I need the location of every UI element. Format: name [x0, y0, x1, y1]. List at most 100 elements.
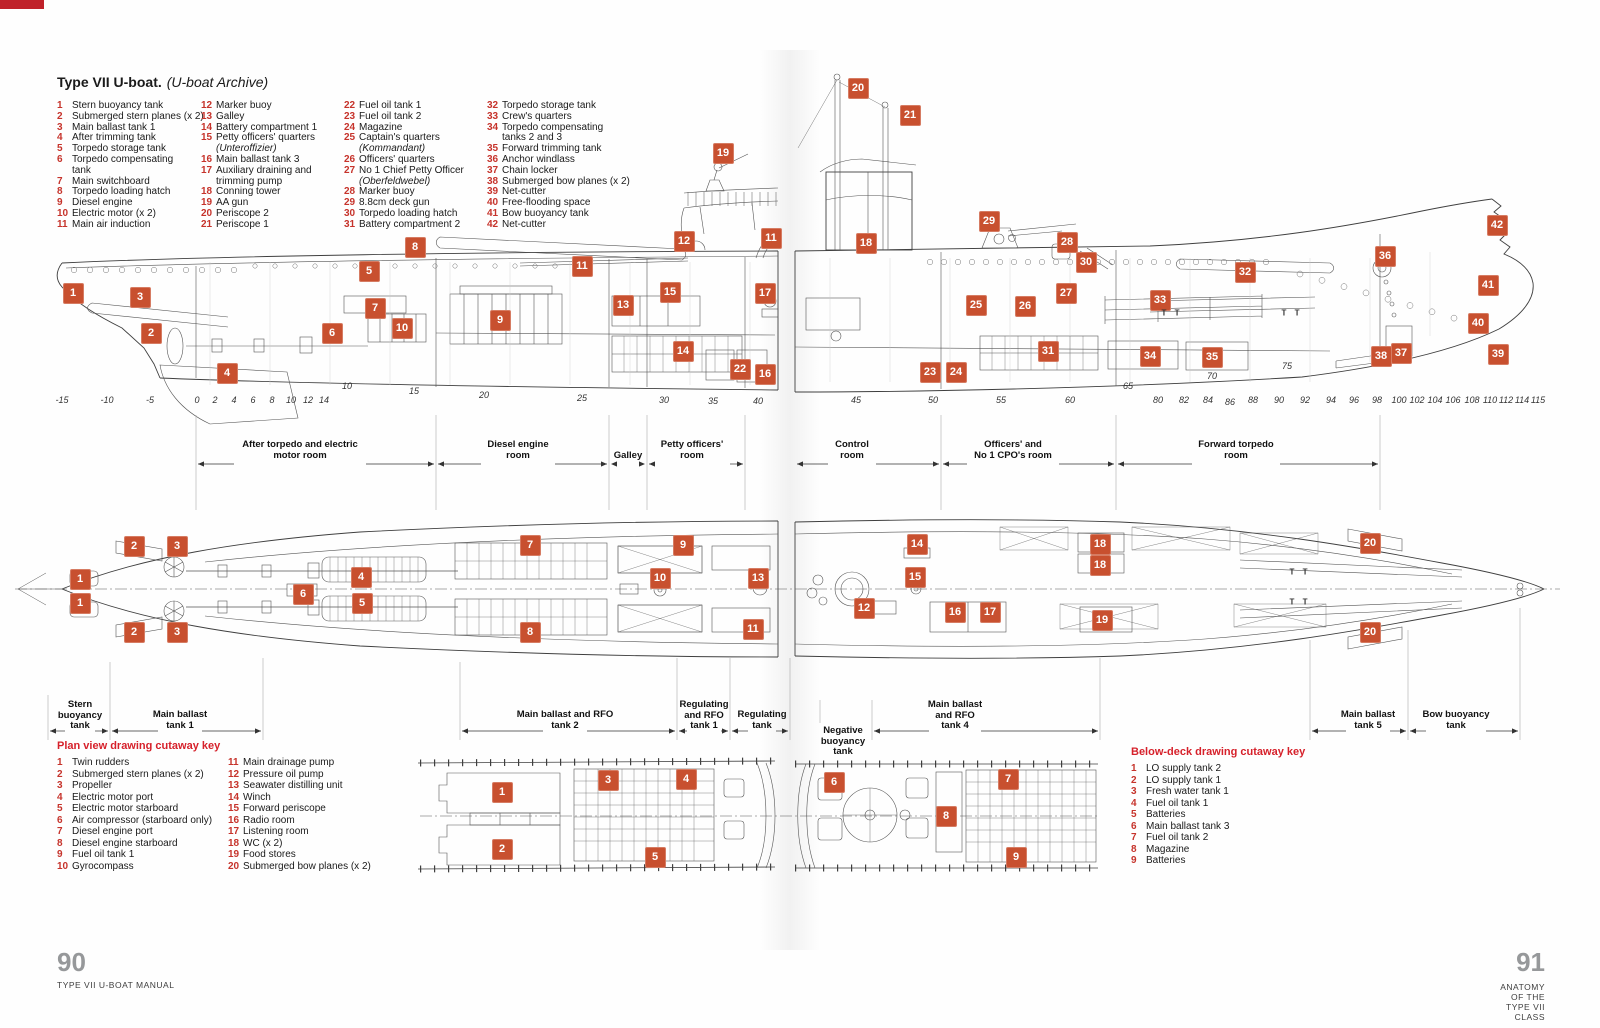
callout-marker: 18 [1089, 554, 1111, 576]
ruler-number: -15 [55, 395, 69, 405]
callout-marker: 17 [754, 282, 776, 304]
ruler-number: 15 [408, 386, 420, 396]
key-item-number: 32 [487, 100, 499, 111]
callout-marker: 5 [358, 260, 380, 282]
callout-marker: 7 [519, 534, 541, 556]
dimension-arrowhead [669, 728, 675, 734]
dimension-arrowhead [737, 461, 743, 467]
callout-marker: 16 [754, 363, 776, 385]
figure-caption: Type VII U-boat.(U-boat Archive) [57, 74, 268, 90]
tank-label: Main ballast and RFO tank 2 [516, 709, 614, 731]
key-item-label: Forward periscope [243, 803, 326, 814]
key-item-label-cont: tanks 2 and 3 [502, 132, 563, 144]
key-item-label: Main air induction [72, 218, 151, 230]
key-item-label: Seawater distilling unit [243, 780, 343, 791]
callout-marker: 33 [1149, 289, 1171, 311]
key-item-label: Net-cutter [502, 218, 546, 230]
page-number-left: 90 [57, 947, 86, 977]
callout-marker: 40 [1467, 312, 1489, 334]
ruler-number: 65 [1122, 381, 1134, 391]
callout-marker: 18 [1089, 533, 1111, 555]
key-item-label: Magazine [359, 121, 403, 133]
ruler-number: 30 [658, 395, 670, 405]
key-item-number: 1 [57, 757, 63, 768]
callout-marker: 23 [919, 361, 941, 383]
key-item-number: 37 [487, 164, 499, 176]
dimension-arrowhead [462, 728, 468, 734]
key-item-label: Stern buoyancy tank [72, 100, 164, 111]
callout-marker: 8 [404, 236, 426, 258]
key-item-number: 5 [1131, 809, 1137, 820]
callout-marker: 4 [350, 566, 372, 588]
centerlines [15, 588, 1560, 817]
dimension-arrowhead [112, 728, 118, 734]
callout-marker: 10 [649, 567, 671, 589]
key-item-number: 17 [201, 164, 213, 176]
callout-marker: 6 [823, 771, 845, 793]
ruler-number: 98 [1371, 395, 1383, 405]
key-item-number: 13 [228, 780, 240, 791]
key-item-number: 27 [344, 164, 356, 176]
key-item-label: Torpedo loading hatch [72, 186, 171, 198]
key-item-number: 16 [201, 153, 213, 165]
tank-label: Stern buoyancy tank [57, 699, 103, 731]
callout-marker: 21 [899, 104, 921, 126]
key-item-number: 30 [344, 207, 356, 219]
callout-marker: 16 [944, 601, 966, 623]
key-item-label: Fresh water tank 1 [1146, 786, 1229, 797]
ruler-number: 108 [1464, 395, 1480, 405]
key-item-label: Submerged bow planes (x 2) [502, 175, 630, 187]
key-item-label: Main ballast tank 1 [72, 121, 156, 133]
ruler-number: 88 [1247, 395, 1259, 405]
tank-label: Regulating and RFO tank 1 [679, 699, 729, 731]
page-gutter-shadow [760, 50, 820, 950]
ruler-number: 102 [1409, 395, 1425, 405]
ruler-number: 60 [1064, 395, 1076, 405]
ruler-number: 10 [341, 381, 353, 391]
dimension-arrowhead [782, 728, 788, 734]
tank-label: Regulating tank [737, 709, 787, 731]
callout-marker: 37 [1390, 342, 1412, 364]
callout-marker: 42 [1486, 214, 1508, 236]
key-item-number: 28 [344, 186, 356, 198]
callout-marker: 9 [489, 309, 511, 331]
key-item-label: Galley [216, 110, 245, 122]
key-item-number: 26 [344, 153, 356, 165]
key-item-number: 33 [487, 110, 499, 122]
callout-marker: 14 [906, 533, 928, 555]
key-item-number: 9 [57, 849, 63, 860]
callout-marker: 8 [519, 621, 541, 643]
key-item-label: Net-cutter [502, 186, 546, 198]
ruler-number: 112 [1498, 395, 1514, 405]
ruler-number: 20 [478, 390, 490, 400]
callout-marker: 41 [1477, 274, 1499, 296]
key-item-number: 13 [201, 110, 213, 122]
dimension-arrowhead [1372, 461, 1378, 467]
key-item-number: 7 [1131, 832, 1137, 843]
key-item-label: Pressure oil pump [243, 768, 324, 780]
callout-marker: 26 [1014, 295, 1036, 317]
ruler-number: 2 [212, 395, 218, 405]
callout-marker: 27 [1055, 282, 1077, 304]
callout-marker: 34 [1139, 345, 1161, 367]
key-item-number: 42 [487, 218, 499, 230]
